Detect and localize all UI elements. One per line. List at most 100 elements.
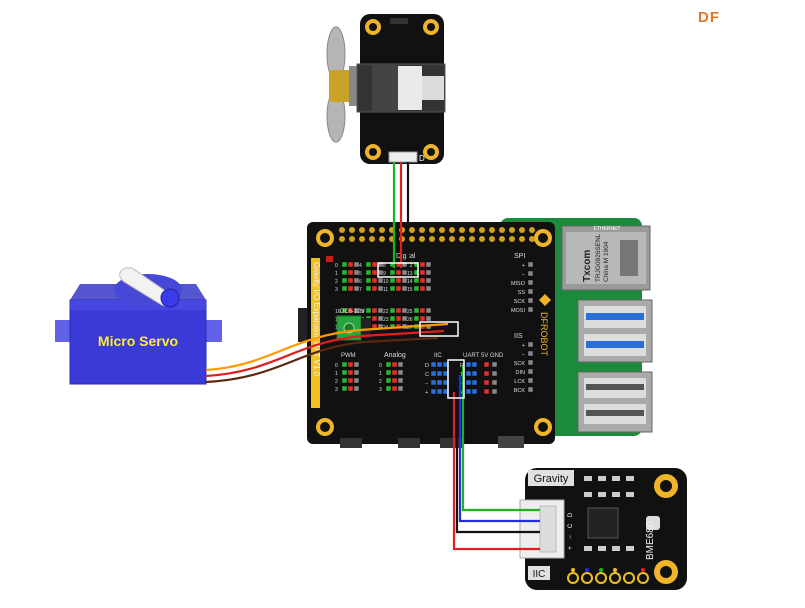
chip-brand: Txcom xyxy=(582,250,593,282)
header-pin xyxy=(436,361,443,368)
side-pin-label: − xyxy=(522,352,525,358)
header-pin xyxy=(430,370,437,377)
gpio-pin xyxy=(339,227,345,233)
header-pin xyxy=(425,307,432,314)
header-pin xyxy=(391,377,398,384)
header-pin xyxy=(491,361,498,368)
gpio-pin xyxy=(529,227,535,233)
header-pin xyxy=(341,307,348,314)
smd-component xyxy=(626,546,634,551)
header-pin xyxy=(365,307,372,314)
pin-number: 4 xyxy=(359,263,362,269)
gpio-pin xyxy=(529,236,535,242)
fan-pin-label: D xyxy=(419,154,425,163)
highlight-iic xyxy=(447,359,465,399)
header-pin xyxy=(483,388,490,395)
gpio-pin xyxy=(409,236,415,242)
header-pin xyxy=(341,277,348,284)
micro-servo: Micro Servo xyxy=(55,267,222,385)
pin-number: 8 xyxy=(383,263,386,269)
header-pin xyxy=(365,277,372,284)
header-pin xyxy=(377,285,384,292)
smd-component xyxy=(598,546,606,551)
servo-wire-signal xyxy=(205,322,449,372)
gpio-pin xyxy=(509,227,515,233)
pin-number: 23 xyxy=(383,317,389,323)
header-pin xyxy=(397,377,404,384)
header-pin xyxy=(413,261,420,268)
smd-component xyxy=(612,492,620,497)
iis-label: IIS xyxy=(514,333,523,340)
header-pin xyxy=(413,307,420,314)
pin-letter: C xyxy=(425,372,429,378)
smd-component xyxy=(626,492,634,497)
header-pin xyxy=(419,285,426,292)
header-pin xyxy=(389,277,396,284)
pin-number: 9 xyxy=(383,271,386,277)
header-pin xyxy=(377,307,384,314)
bme-pad-dot xyxy=(613,568,617,572)
bme-pad-dot xyxy=(627,568,631,572)
gpio-pin xyxy=(439,227,445,233)
header-pin xyxy=(471,379,478,386)
header-pin xyxy=(389,323,396,330)
header-pin xyxy=(425,285,432,292)
header-pin xyxy=(353,385,360,392)
header-pin xyxy=(385,377,392,384)
gpio-pin xyxy=(369,227,375,233)
pin-letter: D xyxy=(425,363,429,369)
header-pin xyxy=(341,261,348,268)
pin-number: 1 xyxy=(335,371,338,377)
pin-number: 10 xyxy=(383,279,389,285)
gpio-pin xyxy=(359,227,365,233)
header-pin xyxy=(401,307,408,314)
header-pin xyxy=(365,261,372,268)
pin-letter: + xyxy=(460,390,463,396)
gpio-pin xyxy=(429,227,435,233)
header-pin xyxy=(347,261,354,268)
highlight-servo-port xyxy=(419,321,459,337)
gpio-pin xyxy=(489,227,495,233)
pin-letter: − xyxy=(425,381,428,387)
header-pin xyxy=(365,285,372,292)
header-pin xyxy=(401,269,408,276)
header-pin xyxy=(353,269,360,276)
pin-number: 16 xyxy=(335,309,341,315)
side-pin-label: SS xyxy=(518,290,526,296)
gpio-pin xyxy=(439,236,445,242)
header-pin xyxy=(389,307,396,314)
iis-header xyxy=(527,341,534,393)
pin-number: 2 xyxy=(335,279,338,285)
header-pin xyxy=(419,269,426,276)
header-pin xyxy=(430,388,437,395)
bme-pad-dot xyxy=(599,568,603,572)
header-pin xyxy=(465,379,472,386)
bme-name: BME680 xyxy=(645,521,656,560)
pin-number: 11 xyxy=(383,287,388,293)
brand-label: DFROBOT xyxy=(539,312,549,357)
pin-number: 1 xyxy=(379,371,382,377)
io-expansion-hat: Gravity I/O Expansion HAT V1.0 Digital 0… xyxy=(298,222,555,448)
header-pin xyxy=(465,388,472,395)
header-pin xyxy=(491,379,498,386)
smd-component xyxy=(612,546,620,551)
header-pin xyxy=(483,379,490,386)
bme-wire-clock xyxy=(458,375,540,523)
header-pin xyxy=(419,315,426,322)
header-pin xyxy=(353,369,360,376)
header-pin xyxy=(425,269,432,276)
pin-number: 25 xyxy=(407,309,413,315)
bme-wire-data xyxy=(461,366,540,512)
bme-pad xyxy=(637,572,649,584)
smd-component xyxy=(626,476,634,481)
header-pin xyxy=(395,315,402,322)
header-pin xyxy=(371,277,378,284)
smd-component xyxy=(584,546,592,551)
gpio-pin xyxy=(519,236,525,242)
header-pin xyxy=(341,285,348,292)
header-pin xyxy=(471,370,478,377)
